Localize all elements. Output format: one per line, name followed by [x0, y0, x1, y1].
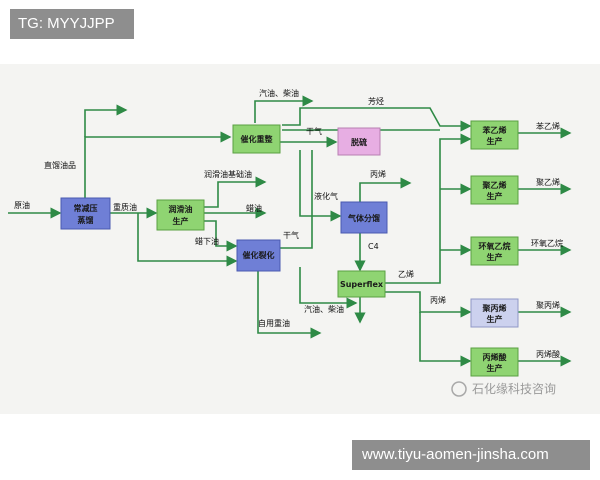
distillation-unit: 常减压 蒸馏	[60, 197, 111, 230]
straight-run-label: 直馏油品	[44, 160, 76, 170]
wechat-logo-icon	[451, 381, 467, 397]
superflex-label: Superflex	[340, 280, 384, 289]
output-pe-label: 聚乙烯	[536, 177, 560, 187]
top-left-badge: TG: MYYJJPP	[10, 9, 134, 39]
gas-diesel-bottom-label: 汽油、柴油	[304, 304, 344, 314]
polyethylene-unit: 聚乙烯 生产	[470, 175, 519, 205]
styrene-unit: 苯乙烯 生产	[470, 120, 519, 150]
ethylene-label: 乙烯	[398, 269, 414, 279]
pp-label-1: 聚丙烯	[482, 303, 507, 313]
pp-label-2: 生产	[487, 314, 503, 324]
lube-label-1: 润滑油	[169, 204, 193, 214]
wax-bottom-label: 蜡下油	[195, 236, 219, 246]
gas-sep-label: 气体分馏	[347, 213, 380, 223]
aa-label-2: 生产	[487, 363, 503, 373]
dry-gas-mid-label: 干气	[283, 230, 299, 240]
propylene-mid-label: 丙烯	[430, 295, 446, 305]
crude-label: 原油	[14, 200, 30, 210]
fcc-label: 催化裂化	[243, 250, 275, 260]
styrene-label-1: 苯乙烯	[482, 125, 507, 135]
acrylic-acid-unit: 丙烯酸 生产	[470, 347, 519, 377]
lpg-label: 液化气	[314, 191, 338, 201]
dry-gas-top-label: 干气	[306, 126, 322, 136]
desulf-label: 脱硫	[351, 137, 367, 147]
catalytic-reforming-unit: 催化重整	[232, 124, 281, 154]
eo-label-2: 生产	[487, 252, 503, 262]
eo-label-1: 环氧乙烷	[479, 241, 511, 251]
styrene-label-2: 生产	[487, 136, 503, 146]
superflex-unit: Superflex	[337, 270, 386, 298]
watermark: 石化缘科技咨询	[451, 381, 556, 397]
fcc-unit: 催化裂化	[236, 239, 281, 272]
watermark-text: 石化缘科技咨询	[472, 381, 556, 396]
wax-label: 蜡油	[246, 203, 262, 213]
aa-label-1: 丙烯酸	[483, 352, 508, 362]
output-eo-label: 环氧乙烷	[531, 238, 563, 248]
gas-separation-unit: 气体分馏	[340, 201, 388, 234]
lube-base-label: 润滑油基础油	[204, 169, 252, 179]
output-styrene-label: 苯乙烯	[536, 121, 560, 131]
polypropylene-unit: 聚丙烯 生产	[470, 298, 519, 328]
lube-label-2: 生产	[173, 216, 189, 226]
output-pp-label: 聚丙烯	[536, 300, 560, 310]
flow-lines	[8, 95, 572, 367]
distillation-label-1: 常减压	[74, 203, 98, 213]
reform-label: 催化重整	[241, 134, 273, 144]
output-aa-label: 丙烯酸	[536, 349, 560, 359]
ethylene-oxide-unit: 环氧乙烷 生产	[470, 236, 519, 266]
pe-label-2: 生产	[487, 191, 503, 201]
distillation-label-2: 蒸馏	[78, 215, 94, 225]
lube-oil-unit: 润滑油 生产	[156, 199, 205, 231]
heavy-oil-label: 重质油	[113, 202, 137, 212]
gas-diesel-top-label: 汽油、柴油	[259, 88, 299, 98]
propylene-top-label: 丙烯	[370, 169, 386, 179]
desulfurization-unit: 脱硫	[337, 127, 381, 156]
aromatics-label: 芳烃	[368, 96, 384, 106]
self-heavy-oil-label: 自用重油	[258, 318, 290, 328]
c4-label: C4	[368, 242, 379, 251]
bottom-right-badge: www.tiyu-aomen-jinsha.com	[352, 440, 590, 470]
pe-label-1: 聚乙烯	[482, 180, 507, 190]
